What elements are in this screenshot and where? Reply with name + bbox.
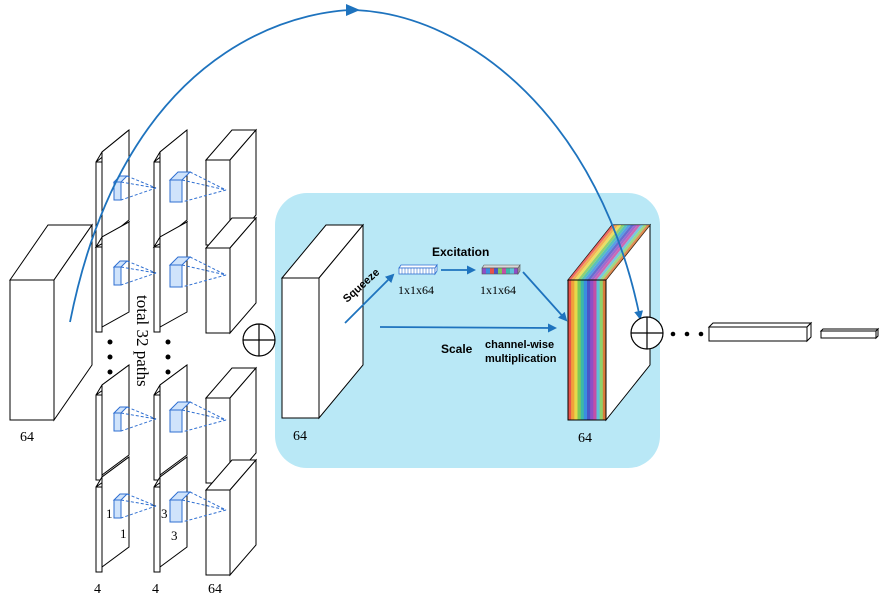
channel-stripe-top <box>574 225 622 280</box>
se-output-channels-label: 64 <box>578 431 592 446</box>
excitation-label: Excitation <box>432 245 489 259</box>
kernel-projection-row4-a <box>112 493 157 519</box>
channel-stripe <box>580 280 585 420</box>
path-col3-second <box>204 216 258 335</box>
kernel-projection-row1-a <box>112 175 157 201</box>
col1-channels-label: 4 <box>94 582 101 597</box>
input-channels-label: 64 <box>20 430 34 445</box>
channel-stripe <box>596 280 600 420</box>
se-block-panel <box>275 193 660 468</box>
channel-stripe-top <box>568 225 616 280</box>
channel-stripe-top <box>590 225 638 280</box>
channel-stripe-top <box>593 225 641 280</box>
channel-stripe-top <box>583 225 631 280</box>
kernel-projection-row2-a <box>112 260 157 286</box>
channel-stripe <box>571 280 575 420</box>
channel-stripe-top <box>580 225 628 280</box>
kernel-projection-row1-b <box>168 171 227 203</box>
paths-ellipsis-dots <box>107 339 171 375</box>
channel-stripe-top <box>571 225 619 280</box>
fc-layer-large <box>707 321 813 343</box>
channel-stripe <box>587 280 591 420</box>
channel-stripe-top <box>577 225 625 280</box>
se-input-channels-label: 64 <box>293 429 307 444</box>
skip-connection-arrowhead <box>346 4 360 16</box>
kernel-label-1b: 1 <box>120 526 127 541</box>
channel-stripe <box>568 280 572 420</box>
channel-stripe-top <box>587 225 635 280</box>
path-col3-top <box>204 128 258 247</box>
channel-stripe <box>574 280 578 420</box>
kernel-label-3b: 3 <box>171 528 178 543</box>
kernel-projection-row3-a <box>112 406 157 432</box>
total-paths-label: total 32 paths <box>133 295 152 387</box>
kernel-label-1a: 1 <box>106 506 113 521</box>
output-sum-icon <box>630 316 664 350</box>
aggregate-sum-icon <box>242 323 276 357</box>
channel-stripe <box>593 280 597 420</box>
channel-stripe <box>590 280 594 420</box>
continuation-dots <box>670 331 704 337</box>
excitation-vector <box>481 264 521 275</box>
squeeze-dims-label: 1x1x64 <box>398 283 434 297</box>
scale-output-arrow <box>522 271 568 322</box>
channel-stripe <box>602 280 607 420</box>
kernel-projection-row3-b <box>168 401 227 433</box>
path-col1-second <box>94 220 131 333</box>
fc-layer-small <box>819 327 880 340</box>
input-feature-block <box>9 223 93 422</box>
col2-channels-label: 4 <box>152 582 159 597</box>
channel-stripe <box>583 280 588 420</box>
squeeze-arrow <box>344 273 395 324</box>
kernel-projection-row2-b <box>168 256 227 288</box>
col3-channels-label: 64 <box>208 582 222 597</box>
scale-label: Scale <box>441 342 473 356</box>
channel-stripe-top <box>596 225 644 280</box>
se-input-block <box>280 223 365 420</box>
kernel-projection-row4-b <box>168 491 227 523</box>
kernel-label-3a: 3 <box>161 506 168 521</box>
excitation-dims-label: 1x1x64 <box>480 283 516 297</box>
multiplication-label: multiplication <box>485 353 557 365</box>
skip-connection-arc <box>69 9 356 323</box>
squeeze-vector <box>398 263 438 276</box>
channel-stripe <box>577 280 581 420</box>
scale-arrow <box>379 323 557 333</box>
channel-wise-label: channel-wise <box>485 339 554 351</box>
channel-stripe-top <box>602 225 650 280</box>
path-col3-bottom <box>204 458 258 577</box>
channel-stripe <box>599 280 604 420</box>
skip-connection-arc-right <box>354 9 644 320</box>
